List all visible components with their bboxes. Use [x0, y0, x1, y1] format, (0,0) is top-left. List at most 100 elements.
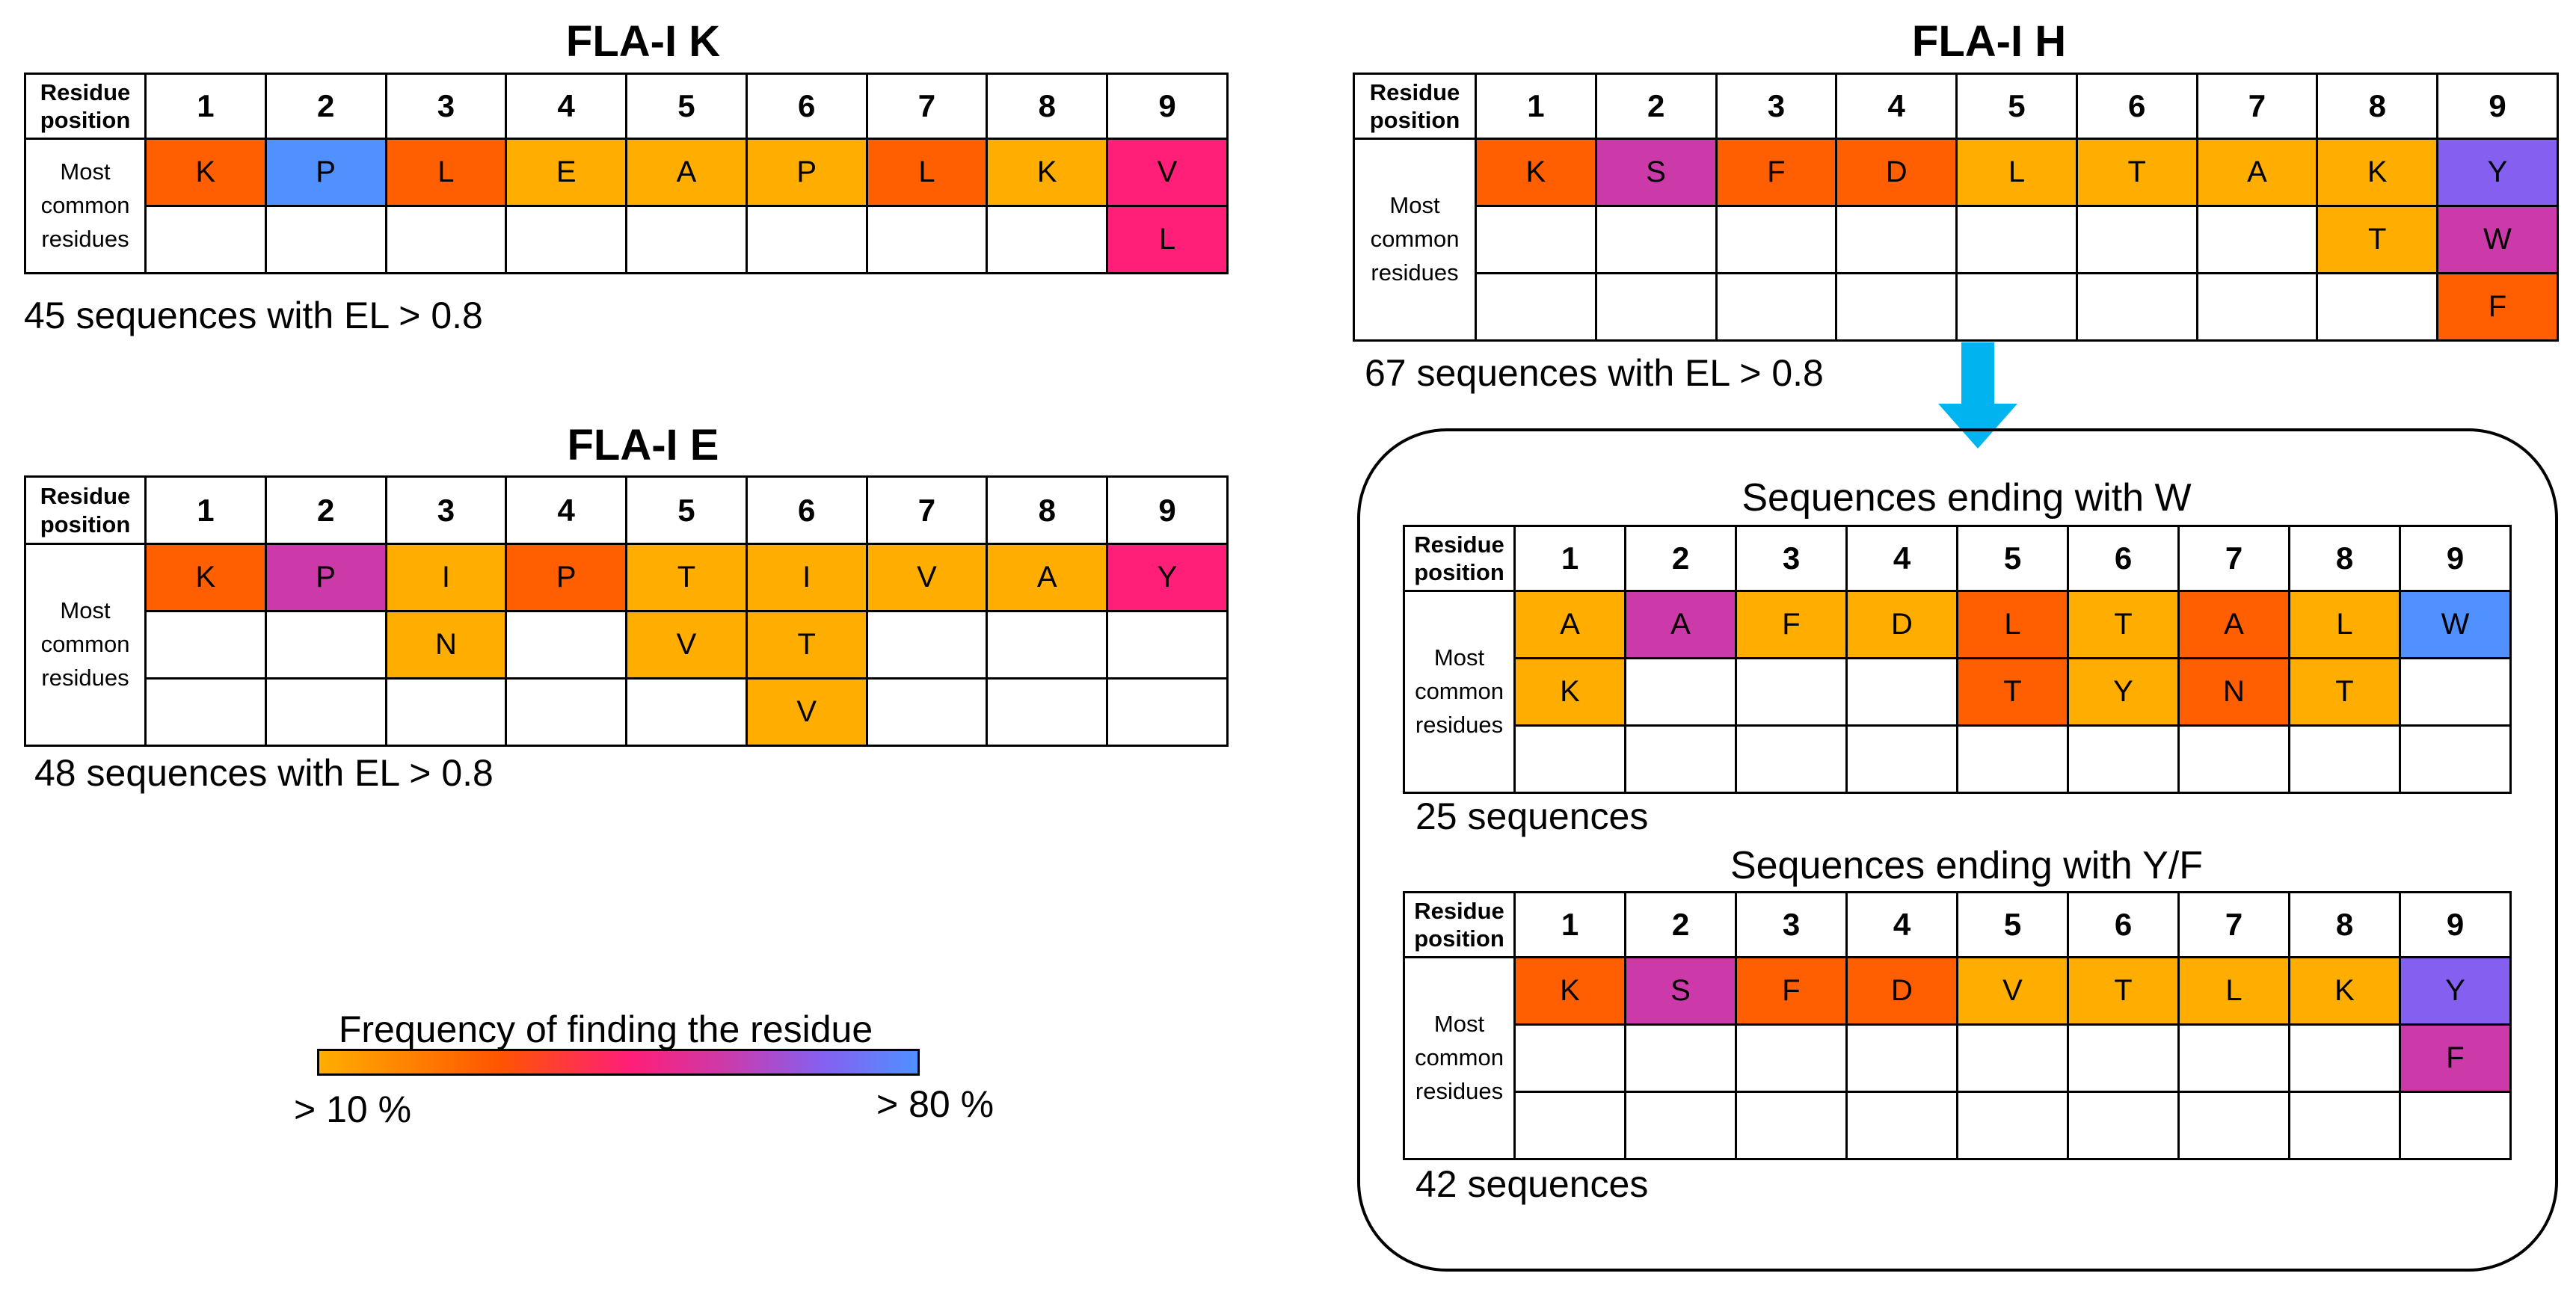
residue-cell: S	[1624, 956, 1737, 1026]
position-number: 7	[2195, 73, 2319, 140]
residue-cell: I	[745, 543, 868, 612]
fla-i-e-caption: 48 sequences with EL > 0.8	[34, 752, 494, 794]
empty-cell	[2288, 1023, 2401, 1093]
empty-cell	[1835, 272, 1958, 342]
empty-cell	[1106, 677, 1229, 747]
position-number: 2	[1624, 891, 1737, 958]
empty-cell	[1956, 724, 2069, 794]
residue-cell: A	[2177, 590, 2290, 659]
residue-cell: T	[2067, 590, 2180, 659]
empty-cell	[1845, 657, 1958, 727]
position-number: 1	[1513, 525, 1626, 592]
residue-cell: T	[2067, 956, 2180, 1026]
position-number: 5	[625, 475, 748, 545]
empty-cell	[1735, 1023, 1848, 1093]
position-number: 1	[144, 73, 267, 140]
residue-cell: K	[1513, 956, 1626, 1026]
position-number: 7	[865, 73, 989, 140]
residue-cell: A	[1624, 590, 1737, 659]
empty-cell	[2288, 724, 2401, 794]
residue-cell: L	[1955, 138, 2078, 207]
legend-color-bar	[317, 1049, 920, 1076]
residue-cell: K	[1513, 657, 1626, 727]
sub-analysis-container	[1357, 428, 2558, 1272]
empty-cell	[2195, 205, 2319, 274]
empty-cell	[1624, 657, 1737, 727]
position-number: 7	[865, 475, 989, 545]
empty-cell	[1956, 1091, 2069, 1160]
residue-cell: A	[2195, 138, 2319, 207]
empty-cell	[2075, 272, 2198, 342]
position-number: 4	[1845, 525, 1958, 592]
residue-cell: V	[625, 610, 748, 680]
empty-cell	[625, 205, 748, 274]
sequences-ending-yf-caption: 42 sequences	[1415, 1163, 1649, 1205]
position-number: 2	[264, 475, 387, 545]
empty-cell	[625, 677, 748, 747]
residue-cell: F	[1715, 138, 1838, 207]
position-number: 8	[2288, 891, 2401, 958]
position-number: 2	[264, 73, 387, 140]
most-common-residues-label: Most common residues	[24, 138, 147, 274]
residue-cell: T	[625, 543, 748, 612]
empty-cell	[144, 205, 267, 274]
residue-cell: K	[986, 138, 1109, 207]
empty-cell	[1594, 272, 1718, 342]
most-common-residues-label: Most common residues	[24, 543, 147, 747]
residue-cell: L	[384, 138, 508, 207]
empty-cell	[865, 610, 989, 680]
empty-cell	[505, 205, 628, 274]
empty-cell	[2075, 205, 2198, 274]
empty-cell	[1715, 272, 1838, 342]
residue-cell: L	[2177, 956, 2290, 1026]
empty-cell	[2067, 1091, 2180, 1160]
position-number: 2	[1624, 525, 1737, 592]
empty-cell	[1845, 1023, 1958, 1093]
fla-i-k-title: FLA-I K	[565, 17, 721, 66]
empty-cell	[986, 677, 1109, 747]
residue-cell: Y	[1106, 543, 1229, 612]
residue-cell: P	[264, 543, 387, 612]
residue-cell: F	[2399, 1023, 2512, 1093]
position-number: 6	[745, 73, 868, 140]
empty-cell	[1475, 205, 1597, 274]
residue-cell: L	[1106, 205, 1229, 274]
residue-cell: W	[2436, 205, 2559, 274]
fla-i-h-caption: 67 sequences with EL > 0.8	[1365, 352, 1824, 394]
residue-cell: A	[625, 138, 748, 207]
residue-cell: K	[1475, 138, 1597, 207]
position-number: 3	[384, 475, 508, 545]
residue-cell: P	[505, 543, 628, 612]
empty-cell	[2399, 1091, 2512, 1160]
position-number: 1	[1513, 891, 1626, 958]
position-number: 8	[2316, 73, 2439, 140]
sequences-ending-w-title: Sequences ending with W	[1742, 476, 2192, 520]
position-number: 7	[2177, 891, 2290, 958]
most-common-residues-label: Most common residues	[1403, 956, 1516, 1160]
empty-cell	[1624, 1023, 1737, 1093]
empty-cell	[1955, 272, 2078, 342]
residue-cell: V	[1106, 138, 1229, 207]
residue-cell: L	[1956, 590, 2069, 659]
residue-cell: S	[1594, 138, 1718, 207]
residue-cell: V	[1956, 956, 2069, 1026]
residue-cell: T	[2316, 205, 2439, 274]
position-number: 8	[2288, 525, 2401, 592]
position-number: 4	[505, 475, 628, 545]
residue-cell: V	[745, 677, 868, 747]
residue-cell: N	[384, 610, 508, 680]
position-number: 8	[986, 475, 1109, 545]
empty-cell	[1845, 1091, 1958, 1160]
residue-cell: T	[745, 610, 868, 680]
empty-cell	[1594, 205, 1718, 274]
empty-cell	[986, 205, 1109, 274]
empty-cell	[1624, 724, 1737, 794]
empty-cell	[1513, 724, 1626, 794]
empty-cell	[1624, 1091, 1737, 1160]
fla-i-k-caption: 45 sequences with EL > 0.8	[24, 295, 483, 336]
residue-cell: Y	[2399, 956, 2512, 1026]
empty-cell	[384, 677, 508, 747]
